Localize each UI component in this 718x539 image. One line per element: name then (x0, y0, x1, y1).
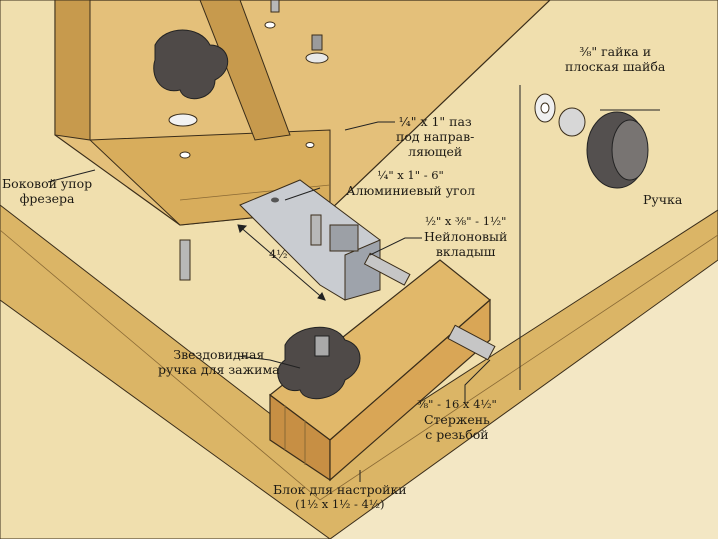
label-adjust-block: Блок для настройки (1½ x 1½ - 4½) (273, 482, 407, 511)
round-knob (586, 111, 649, 189)
vertical-bolts (179, 0, 329, 281)
star-knob-upper (153, 29, 229, 127)
label-nylon-insert: ½" x ⅜" - 1½" Нейлоновый вкладыш (424, 214, 508, 259)
label-nut-washer: ⅜" гайка и плоская шайба (565, 44, 666, 74)
threaded-rod (329, 224, 496, 361)
label-groove: ¼" x 1" паз под направ- ляющей (396, 114, 475, 159)
label-dimension-4-5: 4½ (269, 247, 288, 261)
leader-lines (47, 85, 660, 482)
label-side-fence: Боковой упор фрезера (2, 176, 93, 206)
dimension-4-5 (237, 224, 326, 301)
label-star-knob: Звездовидная ручка для зажима (158, 347, 280, 377)
nut-washer (534, 93, 586, 137)
star-knob-lower (277, 326, 361, 400)
label-knob: Ручка (643, 192, 683, 207)
label-aluminum-angle: ¼" x 1" - 6" Алюминиевый угол (346, 168, 476, 198)
label-threaded-rod: ⅜" - 16 x 4½" Стержень с резьбой (417, 397, 497, 442)
